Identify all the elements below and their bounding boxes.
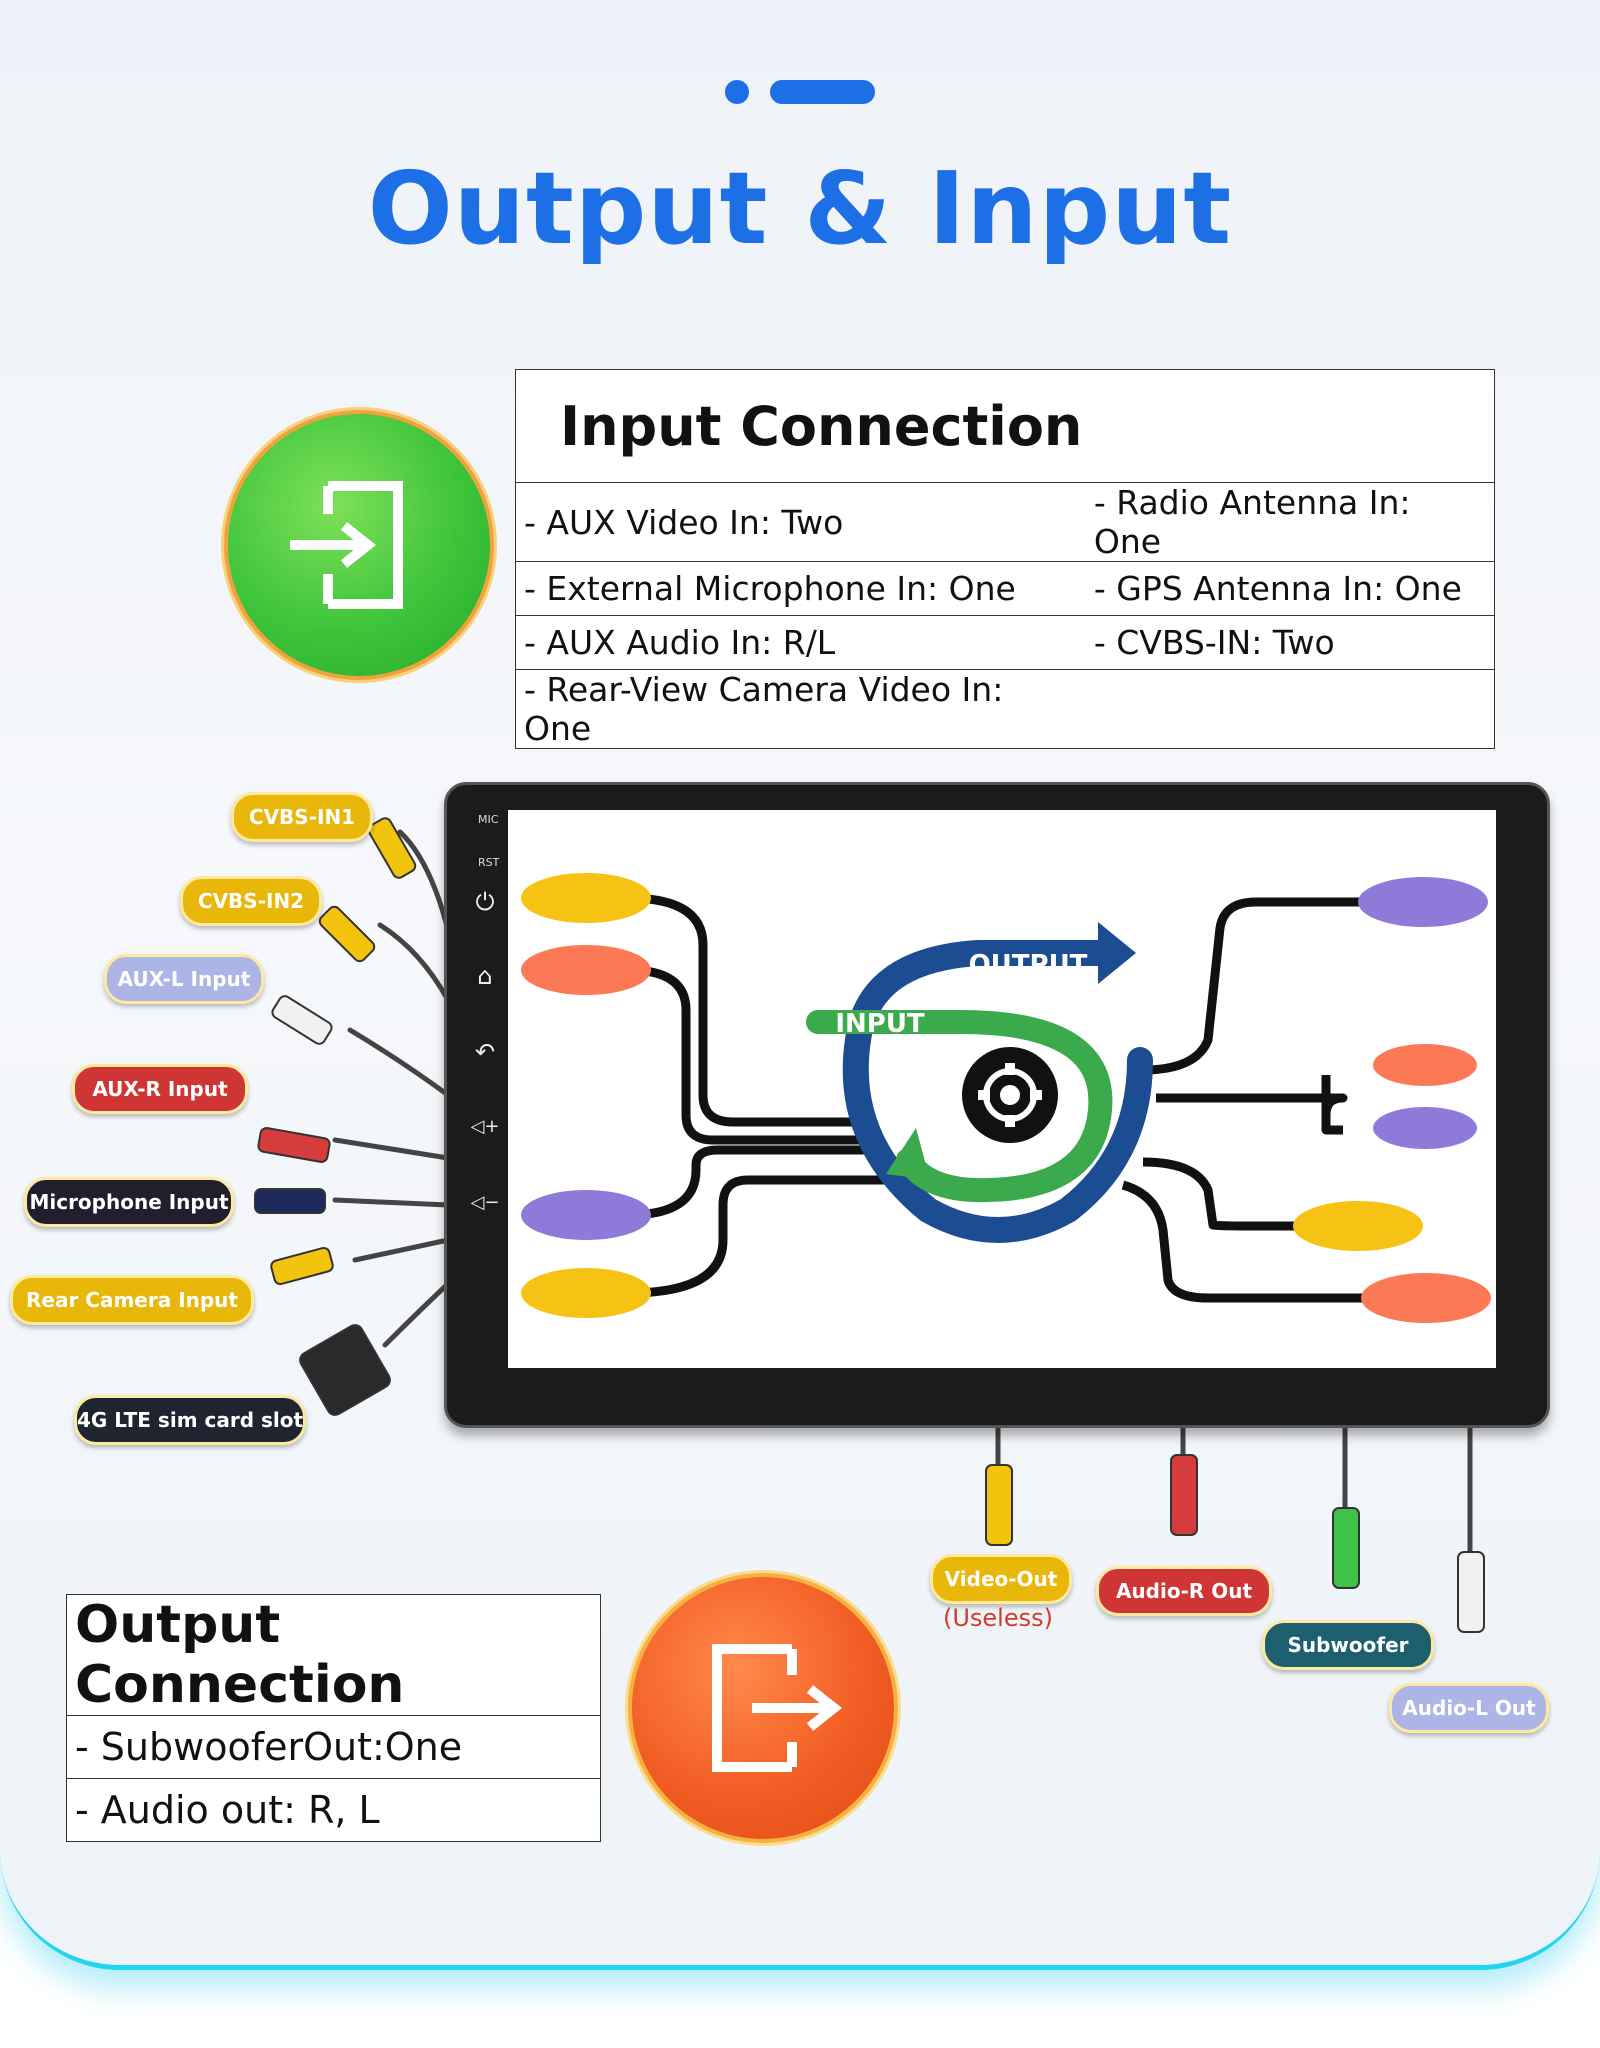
input-jack-purple <box>521 1190 651 1240</box>
volume-up-icon: ◁+ <box>470 1116 500 1137</box>
cable-aux-r <box>332 1137 451 1161</box>
plug-aux-r <box>257 1127 331 1163</box>
input-spec-cell <box>1085 669 1495 749</box>
port-label-cvbs-in2: CVBS-IN2 <box>180 876 322 926</box>
plug-microphone <box>254 1188 326 1214</box>
wire-in-2 <box>627 965 868 1145</box>
input-icon <box>224 410 494 680</box>
input-spec-cell: - AUX Audio In: R/L <box>514 615 1086 670</box>
wire-out-4 <box>1142 1157 1310 1231</box>
input-arrowhead <box>886 1128 930 1180</box>
sim-card-module <box>299 1324 391 1416</box>
input-diagram-label: INPUT <box>835 1009 925 1039</box>
wire-in-4 <box>627 1175 893 1298</box>
output-spec-cell: - Audio out: R, L <box>66 1778 601 1842</box>
output-ring <box>842 1027 1153 1243</box>
input-jack-yellow <box>521 1268 651 1318</box>
cable-cvbs-in1 <box>397 829 451 933</box>
output-connection-heading: Output Connection <box>66 1594 601 1716</box>
wire-out-3 <box>1321 1075 1343 1135</box>
input-spec-cell: - Radio Antenna In: One <box>1085 482 1495 562</box>
decor-dash <box>770 80 875 104</box>
output-connection-table: Output Connection - SubwooferOut:One - A… <box>66 1594 601 1842</box>
wire-in-3 <box>627 1145 878 1220</box>
input-connection-heading: Input Connection <box>515 369 1495 483</box>
input-jack-yellow <box>521 873 651 923</box>
output-jack-yellow <box>1293 1201 1423 1251</box>
cable-rear-camera <box>352 1237 451 1263</box>
input-connection-table: Input Connection - AUX Video In: Two - R… <box>514 369 1495 749</box>
input-arrow <box>806 1010 1113 1203</box>
plug-subwoofer <box>1332 1507 1360 1589</box>
plug-aux-l <box>271 995 333 1045</box>
video-out-note: (Useless) <box>942 1604 1053 1632</box>
output-jack-orange <box>1373 1044 1477 1086</box>
page-title: Output & Input <box>367 150 1233 267</box>
port-label-subwoofer: Subwoofer <box>1262 1620 1434 1670</box>
input-spec-cell: - Rear-View Camera Video In: One <box>514 669 1086 749</box>
output-jack-purple <box>1373 1107 1477 1149</box>
port-label-rear-camera-input: Rear Camera Input <box>10 1275 254 1325</box>
cable-microphone <box>332 1197 451 1208</box>
cable-cvbs-in2 <box>377 922 451 1003</box>
rst-label: RST <box>478 856 500 869</box>
back-icon: ↶ <box>474 1038 496 1066</box>
output-arrowhead <box>1098 922 1136 984</box>
input-spec-cell: - AUX Video In: Two <box>514 482 1086 562</box>
output-jack-purple <box>1358 877 1488 927</box>
plug-rear-camera <box>270 1246 334 1286</box>
cable-sim-slot <box>382 1277 455 1348</box>
device-screen: OUTPUT INPUT <box>508 810 1496 1368</box>
port-label-aux-r-input: AUX-R Input <box>72 1064 248 1114</box>
wire-out-2 <box>1156 1093 1348 1130</box>
input-jack-orange <box>521 945 651 995</box>
port-label-aux-l-input: AUX-L Input <box>104 954 264 1004</box>
input-spec-cell: - CVBS-IN: Two <box>1085 615 1495 670</box>
gear-icon <box>962 1047 1058 1143</box>
wire-out-1 <box>1142 897 1368 1075</box>
input-spec-cell: - GPS Antenna In: One <box>1085 561 1495 616</box>
port-label-audio-l-out: Audio-L Out <box>1389 1683 1549 1733</box>
plug-cvbs-in1 <box>367 817 417 879</box>
port-label-microphone-input: Microphone Input <box>24 1177 234 1227</box>
decor-dot <box>725 80 749 104</box>
output-icon <box>628 1573 898 1843</box>
output-diagram-label: OUTPUT <box>969 950 1088 980</box>
wire-in-1 <box>627 893 868 1127</box>
output-jack-orange <box>1361 1273 1491 1323</box>
plug-audio-l-out <box>1457 1551 1485 1633</box>
wire-out-5 <box>1121 1180 1368 1303</box>
port-label-audio-r-out: Audio-R Out <box>1096 1566 1272 1616</box>
plug-video-out <box>985 1464 1013 1546</box>
home-icon: ⌂ <box>477 962 493 990</box>
plug-audio-r-out <box>1170 1454 1198 1536</box>
port-label-cvbs-in1: CVBS-IN1 <box>231 792 373 842</box>
power-icon: ⏻ <box>475 888 495 916</box>
port-label-video-out: Video-Out <box>930 1554 1072 1604</box>
port-label-4g-sim-slot: 4G LTE sim card slot <box>74 1395 306 1445</box>
volume-down-icon: ◁− <box>470 1192 500 1213</box>
mic-label: MIC <box>478 813 499 826</box>
cable-aux-l <box>347 1027 451 1098</box>
plug-cvbs-in2 <box>318 905 376 963</box>
output-spec-cell: - SubwooferOut:One <box>66 1715 601 1779</box>
